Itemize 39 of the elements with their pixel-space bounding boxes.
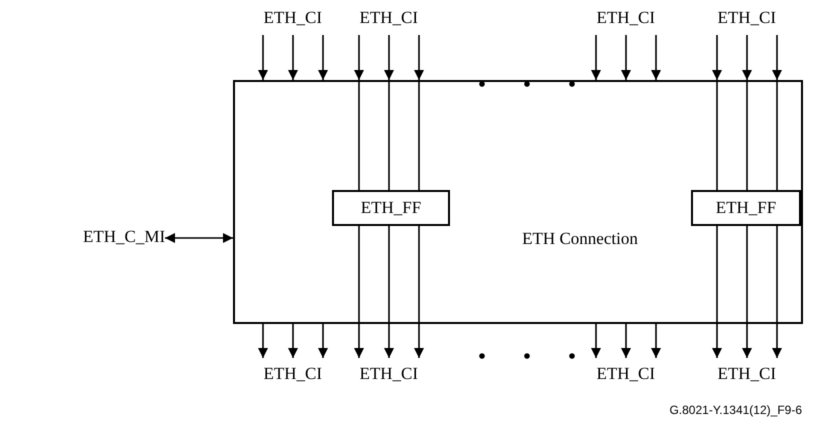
signal-label: ETH_CI (596, 364, 656, 384)
arrow (354, 35, 364, 80)
arrow (712, 35, 722, 80)
arrow (591, 35, 601, 80)
arrow (318, 35, 328, 80)
arrow (414, 35, 424, 80)
signal-label: ETH_CI (264, 364, 322, 384)
arrow (651, 35, 661, 80)
function-box: ETH_FF (691, 190, 801, 226)
arrow (318, 324, 328, 358)
arrow (165, 233, 233, 243)
arrow (288, 35, 298, 80)
arrow (742, 35, 752, 80)
signal-label: ETH_CI (718, 364, 776, 384)
arrow (772, 226, 782, 358)
signal-label: ETH_CI (596, 8, 656, 28)
signal-label: ETH_CI (360, 364, 418, 384)
signal-label: ETH_CI (718, 8, 776, 28)
arrow (742, 226, 752, 358)
signal-label: ETH_CI (264, 8, 322, 28)
arrow (651, 324, 661, 358)
arrow (591, 324, 601, 358)
function-box: ETH_FF (332, 190, 450, 226)
arrow (414, 226, 424, 358)
signal-label: ETH_CI (360, 8, 418, 28)
arrow (621, 35, 631, 80)
arrow (621, 324, 631, 358)
connection-block (233, 80, 803, 324)
arrow (258, 35, 268, 80)
arrow (772, 35, 782, 80)
arrow (288, 324, 298, 358)
block-title: ETH Connection (522, 229, 638, 249)
arrow (384, 226, 394, 358)
figure-id: G.8021-Y.1341(12)_F9-6 (669, 403, 802, 417)
signal-label: ETH_C_MI (83, 227, 166, 247)
arrow (258, 324, 268, 358)
arrow (354, 226, 364, 358)
arrow (712, 226, 722, 358)
arrow (384, 35, 394, 80)
